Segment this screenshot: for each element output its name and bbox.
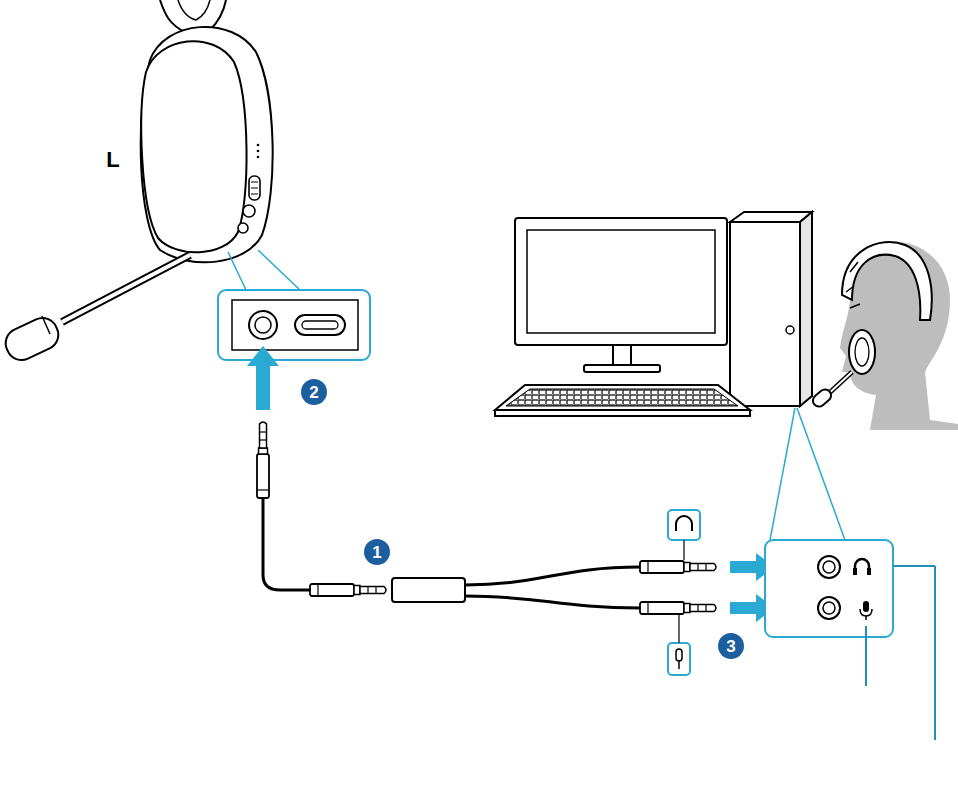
jack-panel (765, 408, 935, 740)
splitter-cable (257, 422, 716, 614)
callout-number: 3 (718, 633, 744, 659)
callout-number: 1 (364, 539, 390, 565)
port-inset (218, 250, 370, 410)
side-label: L (106, 149, 119, 171)
plug-icons (668, 510, 700, 675)
person (810, 241, 958, 430)
callout-number: 2 (301, 379, 327, 405)
computer (495, 212, 812, 416)
